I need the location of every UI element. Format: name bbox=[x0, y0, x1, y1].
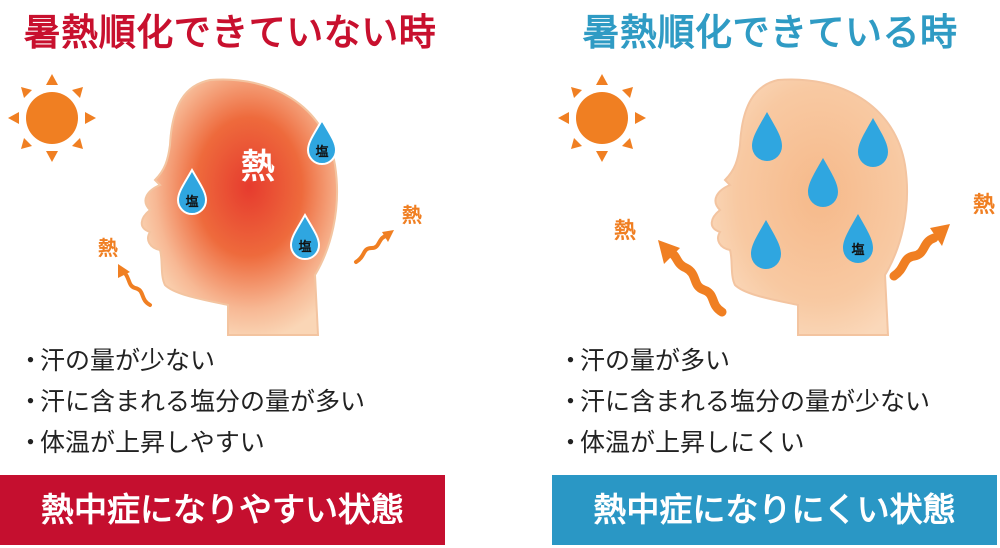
drop-salt-label: 塩 bbox=[185, 194, 198, 210]
sun-icon bbox=[558, 74, 646, 162]
sweat-drop-icon: 塩 bbox=[176, 167, 208, 215]
sweat-drop-icon bbox=[751, 220, 781, 269]
heat-wave-arrow-icon bbox=[658, 240, 727, 317]
head-heat-label: 熱 bbox=[241, 147, 275, 187]
effects-list: ・汗の量が多い ・汗に含まれる塩分の量が少ない ・体温が上昇しにくい bbox=[558, 340, 930, 463]
result-banner: 熱中症になりにくい状態 bbox=[552, 475, 997, 545]
sun-icon bbox=[8, 74, 96, 162]
head-silhouette bbox=[710, 78, 909, 336]
sweat-drop-icon bbox=[858, 118, 888, 167]
heat-wave-arrow-icon bbox=[118, 264, 152, 307]
illustration-acclimatized: 塩 熱 熱 bbox=[558, 74, 995, 336]
drop-salt-label: 塩 bbox=[851, 242, 864, 258]
sweat-drop-icon: 塩 bbox=[843, 214, 873, 263]
panel-acclimatized: 暑熱順化できている時 bbox=[540, 0, 1000, 548]
list-item: ・汗の量が少ない bbox=[18, 346, 216, 375]
effects-list: ・汗の量が少ない ・汗に含まれる塩分の量が多い ・体温が上昇しやすい bbox=[18, 340, 365, 463]
heat-wave-arrow-icon bbox=[354, 230, 394, 264]
panel-title: 暑熱順化できている時 bbox=[582, 11, 958, 54]
sweat-drop-icon bbox=[808, 158, 838, 207]
heat-label: 熱 bbox=[98, 236, 118, 260]
list-item: ・汗に含まれる塩分の量が少ない bbox=[558, 387, 931, 416]
panel-title: 暑熱順化できていない時 bbox=[23, 11, 437, 54]
sweat-drop-icon bbox=[752, 112, 782, 161]
heat-wave-arrow-icon bbox=[889, 224, 950, 281]
result-banner: 熱中症になりやすい状態 bbox=[0, 475, 445, 545]
illustration-not-acclimatized: 熱 塩 塩 塩 熱 熱 bbox=[8, 74, 422, 336]
heat-label: 熱 bbox=[614, 218, 636, 244]
panel-not-acclimatized: 暑熱順化できていない時 bbox=[0, 0, 480, 548]
sweat-drop-icon: 塩 bbox=[306, 117, 338, 165]
sweat-drop-icon: 塩 bbox=[289, 212, 321, 260]
list-item: ・汗の量が多い bbox=[558, 346, 731, 375]
list-item: ・体温が上昇しにくい bbox=[558, 428, 805, 457]
drop-salt-label: 塩 bbox=[315, 144, 328, 160]
list-item: ・汗に含まれる塩分の量が多い bbox=[18, 387, 366, 416]
heat-label: 熱 bbox=[973, 192, 995, 218]
head-silhouette bbox=[140, 78, 339, 336]
drop-salt-label: 塩 bbox=[298, 239, 311, 255]
heat-label: 熱 bbox=[402, 203, 422, 227]
list-item: ・体温が上昇しやすい bbox=[18, 428, 265, 457]
